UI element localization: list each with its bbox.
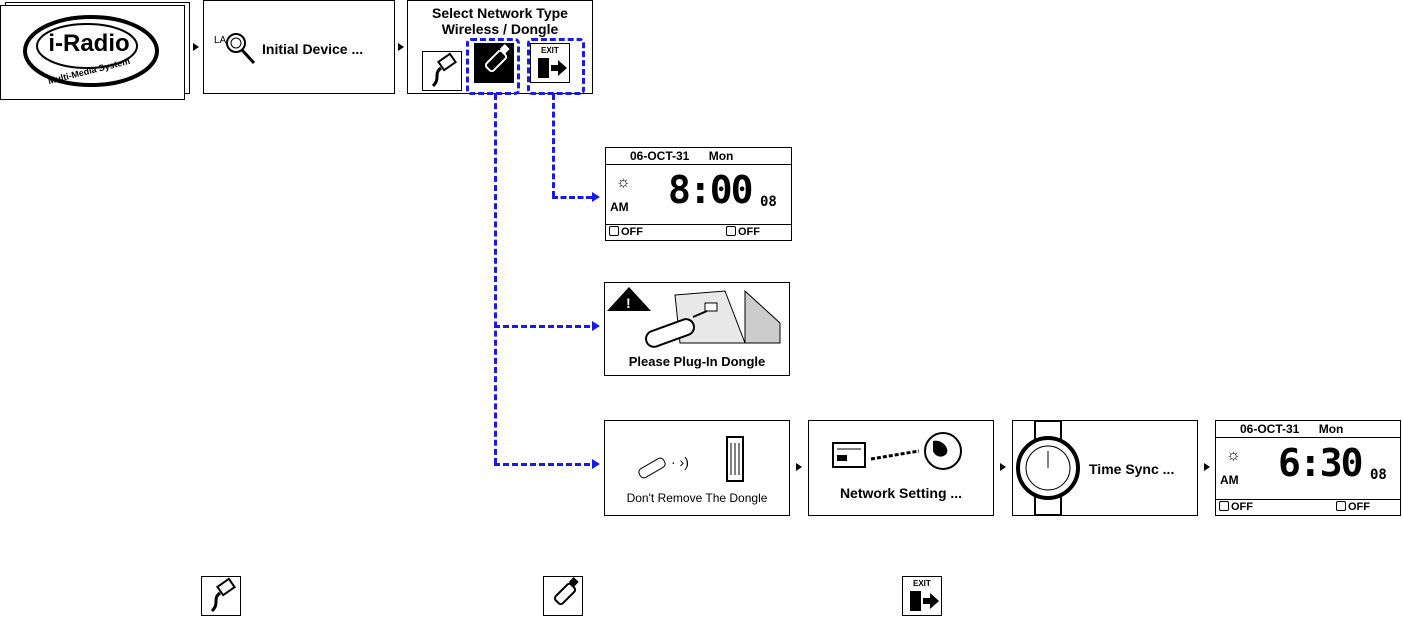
clock1-alarm1: OFF (621, 226, 643, 238)
dongle-connector-arrow-1 (592, 321, 602, 331)
plug-in-illustration: ! (605, 283, 789, 353)
clock2-alarm2: OFF (1348, 501, 1370, 513)
clock2-alarm1: OFF (1231, 501, 1253, 513)
splash-screen: i-Radio Multi-Media System (0, 5, 185, 100)
clock2-seconds: 08 (1370, 467, 1387, 483)
clock2-ampm: AM (1220, 473, 1239, 487)
exit-highlight (527, 38, 585, 95)
legend-dongle (543, 576, 583, 616)
initial-device-screen: LA Initial Device ... (203, 0, 395, 94)
legend-exit: EXIT (902, 576, 942, 616)
dongle-connector-h1 (494, 325, 590, 328)
network-setting-screen: Network Setting ... (808, 420, 994, 516)
dont-remove-screen: · ›) Don't Remove The Dongle (604, 420, 790, 516)
clock1-seconds: 08 (760, 194, 777, 210)
watch-icon (1013, 421, 1083, 515)
ethernet-plug-icon (423, 52, 461, 90)
svg-text:· ›): · ›) (671, 454, 689, 470)
ethernet-option-button[interactable] (422, 51, 462, 91)
alarm-clock-icon (726, 226, 736, 236)
clock1-time: 8:00 (668, 168, 752, 212)
dongle-signal-illustration: · ›) (605, 421, 789, 491)
alarm-clock-icon (609, 226, 619, 236)
alarm-clock-icon (1336, 501, 1346, 511)
plug-dongle-screen: ! Please Plug-In Dongle (604, 282, 790, 376)
clock1-alarm2: OFF (738, 226, 760, 238)
clock2-day: Mon (1319, 422, 1344, 436)
clock1-ampm: AM (610, 200, 629, 214)
ethernet-plug-icon (202, 577, 240, 615)
flow-arrow-4 (1000, 463, 1006, 471)
dongle-highlight (466, 38, 520, 95)
network-globe-illustration (809, 421, 993, 481)
exit-connector-horizontal (552, 196, 592, 199)
usb-dongle-icon (644, 317, 696, 349)
flow-arrow-3 (796, 463, 802, 471)
flow-arrow-5 (1204, 463, 1210, 471)
legend-exit-label: EXIT (913, 579, 931, 588)
clock2-date-bar: 06-OCT-31 Mon (1216, 421, 1400, 438)
clock-screen-2: 06-OCT-31 Mon ☼ AM 6:30 08 OFF OFF (1215, 420, 1401, 516)
flow-arrow-2 (398, 43, 404, 51)
exit-connector-vertical (552, 94, 555, 197)
dongle-connector-h2 (494, 463, 590, 466)
clock2-date: 06-OCT-31 (1240, 422, 1299, 436)
svg-text:!: ! (626, 295, 631, 311)
select-title-1: Select Network Type (408, 5, 592, 21)
svg-text:LA: LA (214, 35, 227, 46)
logo-text: i-Radio (39, 30, 139, 58)
clock1-day: Mon (709, 149, 734, 163)
lan-magnifier-icon: LA (214, 29, 260, 69)
alarm-clock-icon (1219, 501, 1229, 511)
plug-dongle-label: Please Plug-In Dongle (605, 354, 789, 369)
initial-device-label: Initial Device ... (262, 41, 363, 57)
dont-remove-label: Don't Remove The Dongle (605, 491, 789, 505)
time-sync-screen: Time Sync ... (1012, 420, 1198, 516)
time-sync-label: Time Sync ... (1089, 461, 1174, 477)
clock2-alarm-bar: OFF OFF (1216, 499, 1400, 515)
network-setting-label: Network Setting ... (809, 485, 993, 501)
clock1-date: 06-OCT-31 (630, 149, 689, 163)
sun-icon: ☼ (616, 174, 631, 192)
clock-screen-1: 06-OCT-31 Mon ☼ AM 8:00 08 OFF OFF (605, 147, 792, 241)
clock2-time: 6:30 (1278, 441, 1362, 485)
dongle-connector-vertical (494, 94, 497, 464)
clock1-alarm-bar: OFF OFF (606, 224, 791, 240)
exit-connector-arrow (592, 192, 602, 202)
clock1-date-bar: 06-OCT-31 Mon (606, 148, 791, 165)
sun-icon: ☼ (1226, 447, 1241, 465)
dongle-connector-arrow-2 (592, 459, 602, 469)
legend-ethernet (201, 576, 241, 616)
select-title-2: Wireless / Dongle (408, 21, 592, 37)
usb-dongle-icon (544, 577, 582, 615)
flow-arrow-1 (193, 43, 199, 51)
